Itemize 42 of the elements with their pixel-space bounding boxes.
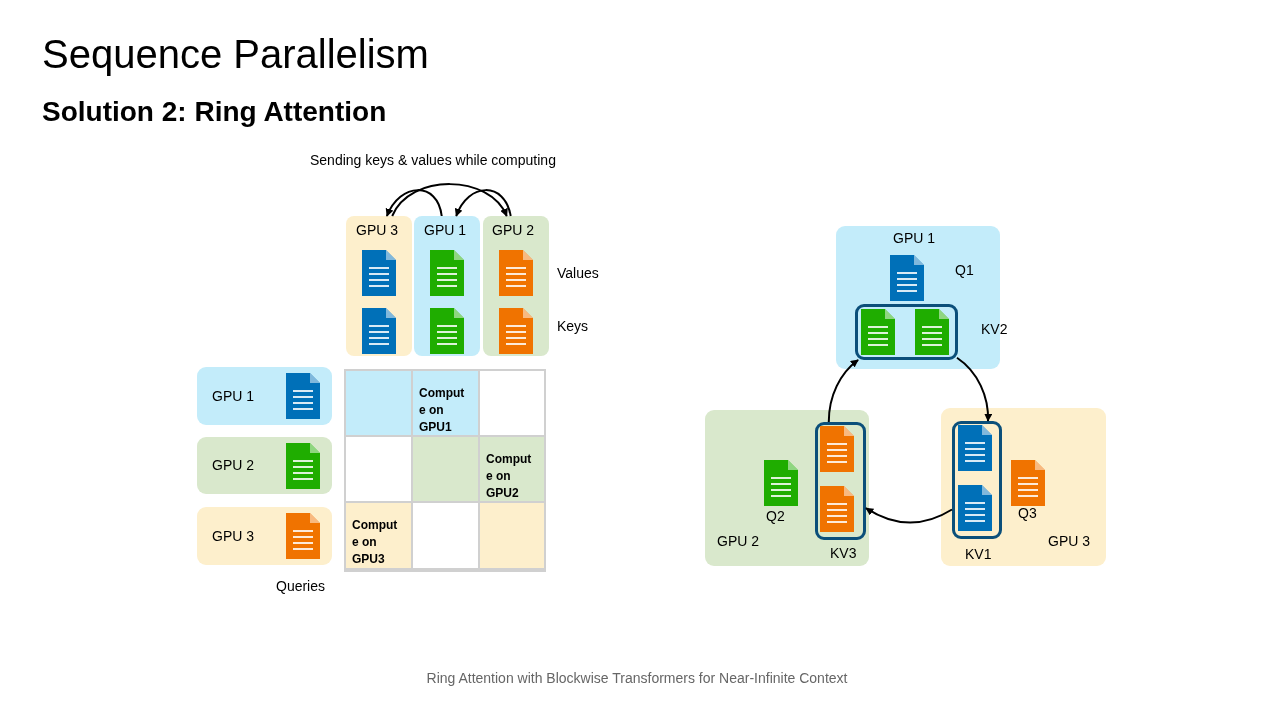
arrow xyxy=(455,189,512,217)
group-label: KV1 xyxy=(965,546,992,562)
row-label: Keys xyxy=(557,318,589,334)
arrow xyxy=(827,359,860,423)
kv-group-outline xyxy=(815,422,866,540)
gpu-label: GPU 2 xyxy=(492,222,534,238)
grid-cell-text: Comput e on GPU1 xyxy=(419,385,466,436)
arrow xyxy=(955,356,992,422)
gpu-label: GPU 2 xyxy=(212,457,254,473)
gpu-column xyxy=(346,216,412,356)
group-label: KV3 xyxy=(830,545,857,561)
axis-label: Queries xyxy=(276,578,326,594)
gpu-column xyxy=(483,216,549,356)
grid-cell-text: Comput e on GPU3 xyxy=(352,517,399,568)
caption: Ring Attention with Blockwise Transformers for Near-Infinite Context xyxy=(425,670,849,686)
annotation-text: Sending keys & values while computing xyxy=(310,152,556,168)
gpu-label: GPU 3 xyxy=(212,528,254,544)
kv-group-outline xyxy=(952,421,1002,539)
query-box xyxy=(197,507,332,565)
gpu-label: GPU 3 xyxy=(356,222,398,238)
grid-cell-text: Comput e on GPU2 xyxy=(486,451,533,502)
arrow xyxy=(865,507,953,524)
gpu-panel xyxy=(705,410,869,566)
gpu-label: GPU 2 xyxy=(717,533,759,549)
arrow xyxy=(385,189,443,217)
gpu-label: GPU 1 xyxy=(893,230,935,246)
gpu-label: Q2 xyxy=(766,508,785,524)
gpu-label: GPU 1 xyxy=(424,222,466,238)
gpu-label: GPU 1 xyxy=(212,388,254,404)
gpu-column xyxy=(414,216,480,356)
subtitle: Solution 2: Ring Attention xyxy=(42,96,387,128)
gpu-label: Q1 xyxy=(955,262,974,278)
query-box xyxy=(197,437,332,494)
gpu-panel xyxy=(941,408,1106,566)
group-label: KV2 xyxy=(981,321,1008,337)
row-label: Values xyxy=(557,265,599,281)
gpu-label: GPU 3 xyxy=(1048,533,1090,549)
slide-title: Sequence Parallelism xyxy=(42,32,429,77)
kv-group-outline xyxy=(855,304,958,360)
arrow xyxy=(391,183,508,217)
query-box xyxy=(197,367,332,425)
gpu-label: Q3 xyxy=(1018,505,1037,521)
